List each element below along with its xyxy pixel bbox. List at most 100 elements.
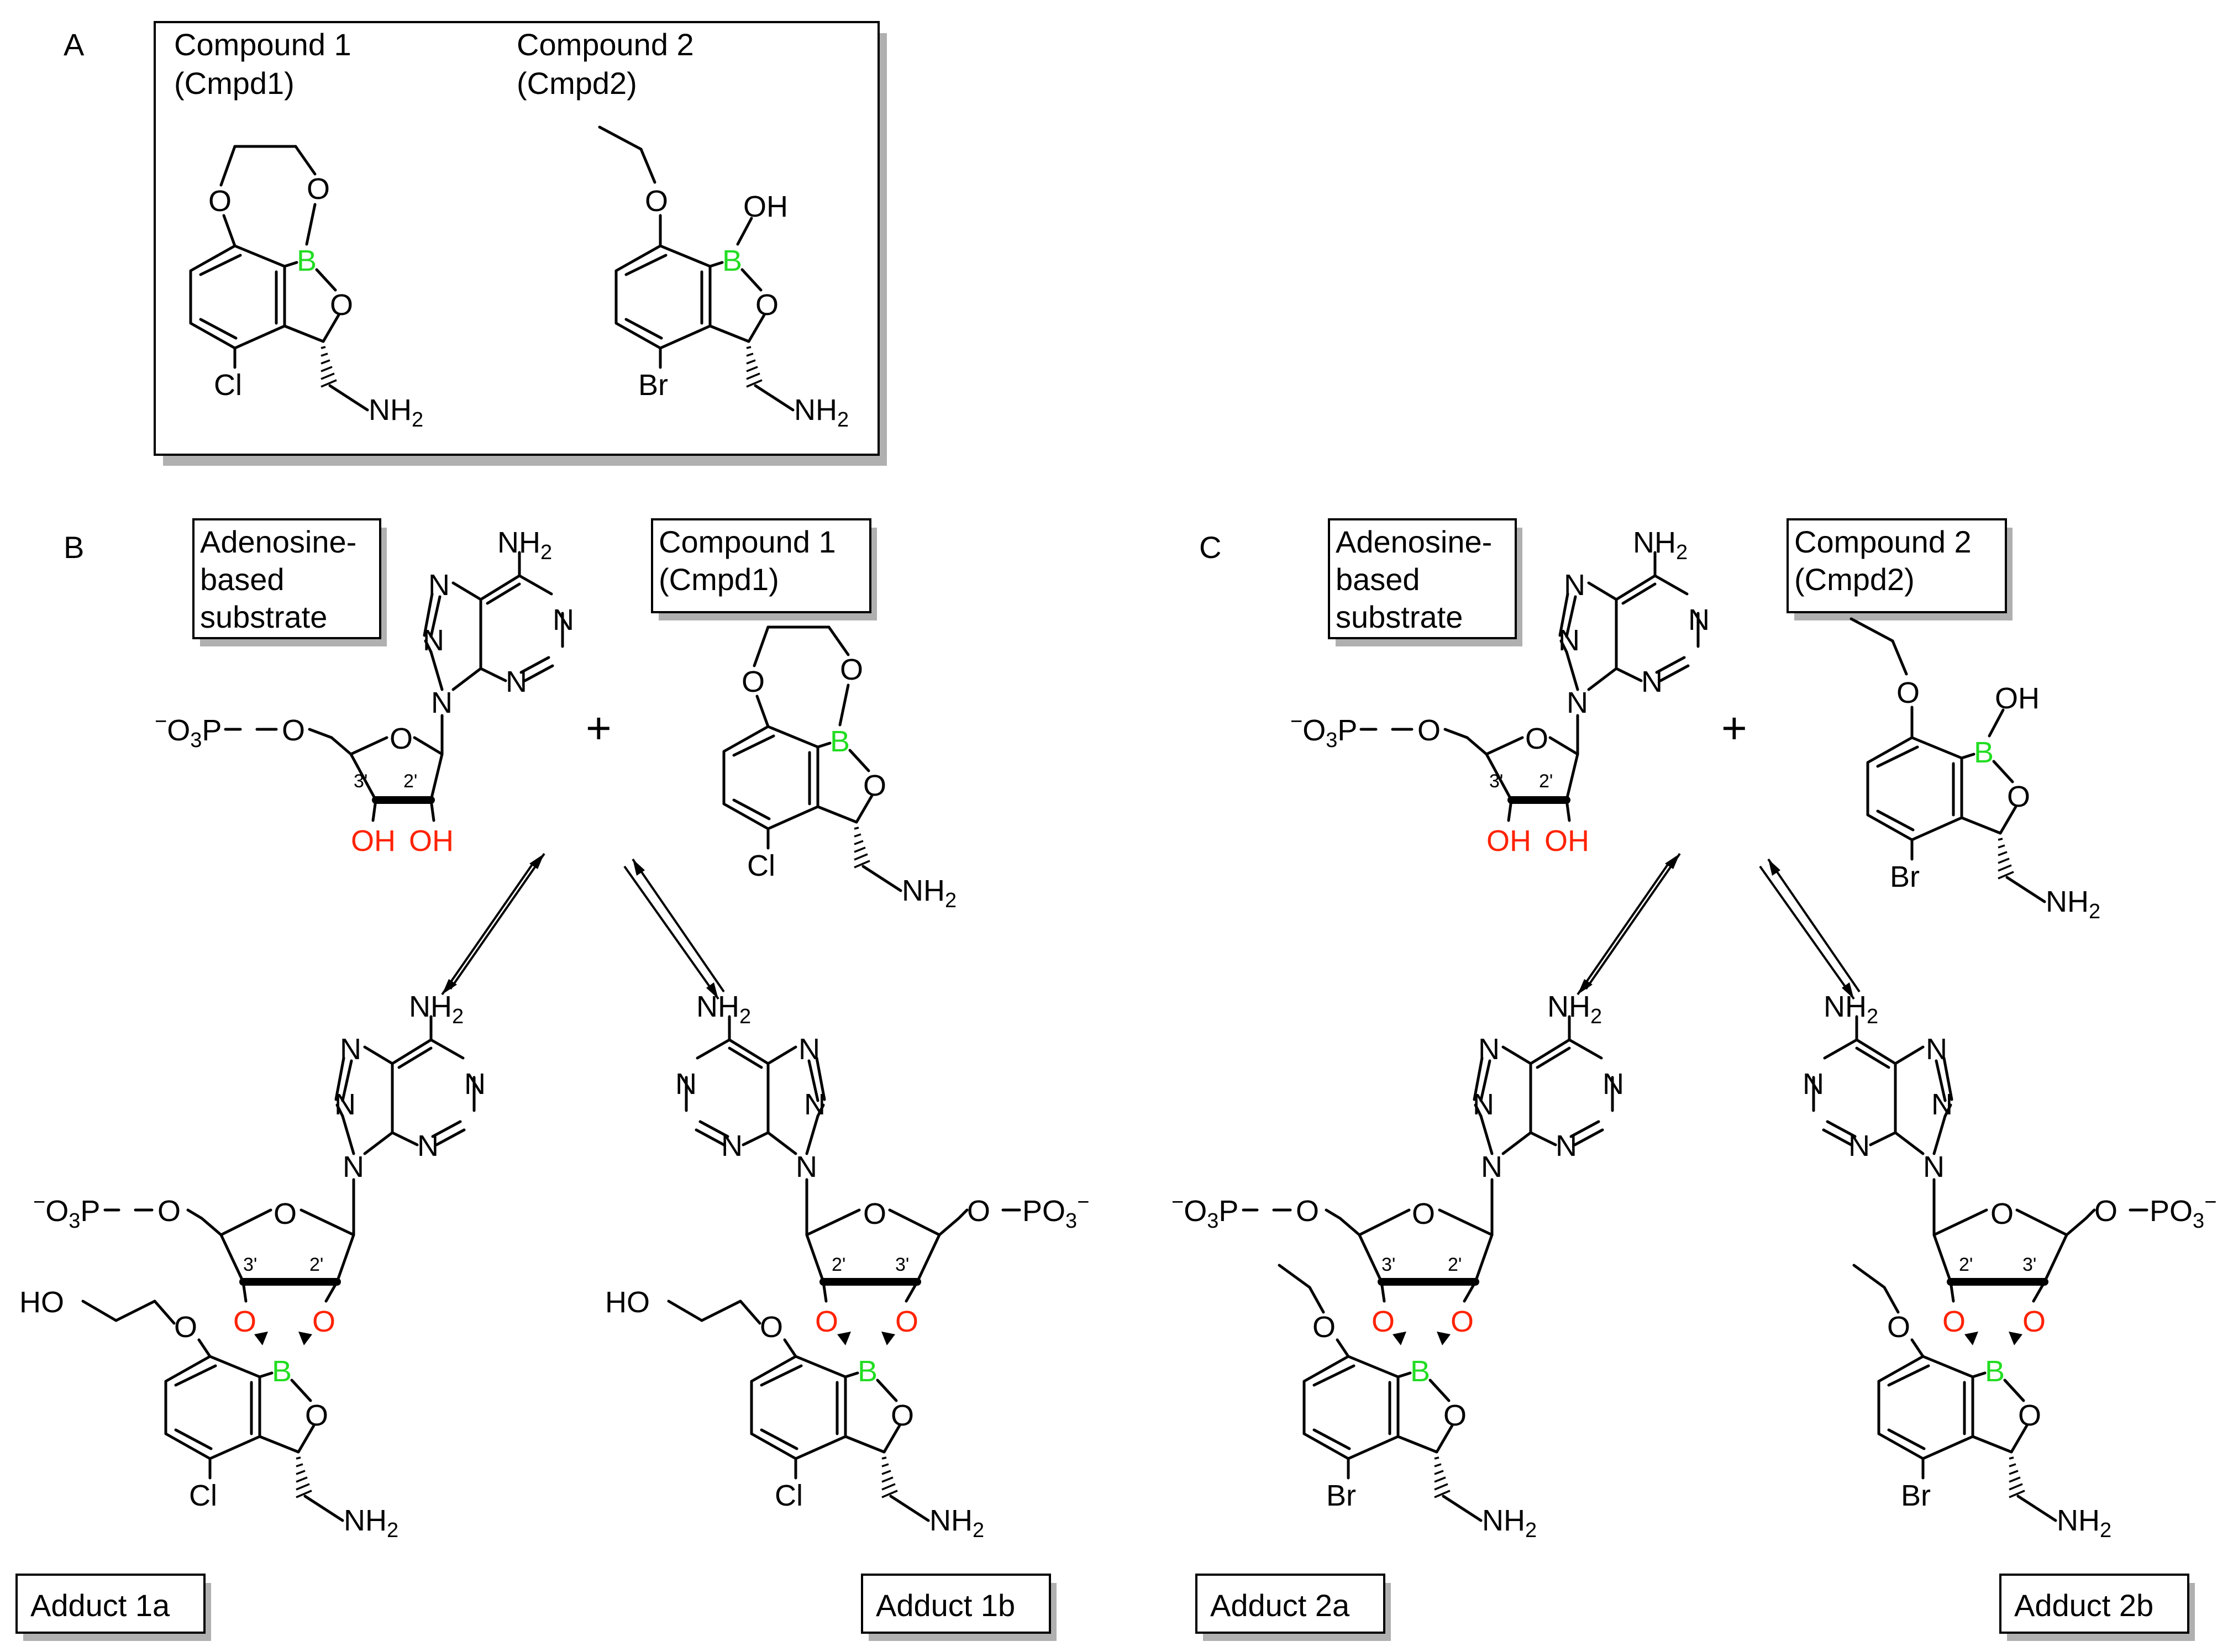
atom-boron: B xyxy=(722,244,742,277)
atom-n: N xyxy=(1848,1129,1870,1162)
label-2-prime: 2' xyxy=(309,1254,323,1275)
atom-o: O xyxy=(1443,1399,1467,1432)
adduct-2a-boronate: O B O Br NH2 xyxy=(1278,1264,1537,1542)
substrate-label-line1: Adenosine- xyxy=(200,524,356,559)
equilibrium-arrow-right xyxy=(1759,858,1861,1000)
atom-boron: B xyxy=(1410,1355,1430,1388)
label-2-prime: 2' xyxy=(1959,1254,1973,1275)
compound2-structure: O OH B O Br NH2 xyxy=(598,125,849,432)
label-2-prime: 2' xyxy=(403,771,417,792)
substrate-label-line1: Adenosine- xyxy=(1336,524,1492,559)
label-2-prime: 2' xyxy=(832,1254,845,1275)
atom-phosphate: PO3− xyxy=(2150,1191,2216,1233)
atom-n: N xyxy=(334,1088,356,1121)
substrate-label-line2: based xyxy=(1336,562,1420,597)
adduct-2a-box xyxy=(1195,1574,1385,1634)
atom-3-oh: OH xyxy=(1486,824,1531,857)
compound1-structure: O O B O Cl NH2 xyxy=(191,145,423,432)
panel-b-letter: B xyxy=(64,530,84,565)
atom-n: N xyxy=(1478,1033,1500,1066)
atom-o: O xyxy=(305,1399,328,1432)
atom-3-o: O xyxy=(2022,1305,2046,1338)
compound2-subtitle: (Cmpd2) xyxy=(517,66,637,101)
atom-n: N xyxy=(675,1067,697,1101)
atom-o: O xyxy=(1312,1311,1336,1344)
label-3-prime: 3' xyxy=(1489,771,1503,792)
atom-phosphate: −O3P xyxy=(1171,1191,1238,1233)
atom-oh: OH xyxy=(743,190,788,223)
atom-nh2: NH2 xyxy=(696,990,751,1028)
atom-n9: N xyxy=(1567,686,1588,719)
atom-o: O xyxy=(307,172,330,206)
atom-n3: N xyxy=(506,665,527,698)
adduct-1b-box xyxy=(861,1574,1051,1634)
atom-nh2: NH2 xyxy=(344,1504,398,1542)
atom-nh2: NH2 xyxy=(497,526,552,564)
atom-nh2: NH2 xyxy=(2057,1504,2111,1542)
atom-cl: Cl xyxy=(214,369,242,402)
atom-nh2: NH2 xyxy=(2046,885,2100,923)
panel-b: B Adenosine- based substrate Compound 1 … xyxy=(15,518,1089,1641)
label-3-prime: 3' xyxy=(1381,1254,1395,1275)
atom-o: O xyxy=(282,714,305,747)
atom-o: O xyxy=(967,1195,990,1228)
atom-boron: B xyxy=(1985,1355,2005,1388)
substrate-label-line3: substrate xyxy=(200,599,327,634)
atom-phosphate: −O3P xyxy=(1290,710,1357,752)
atom-o: O xyxy=(330,288,353,322)
atom-n: N xyxy=(464,1067,486,1101)
atom-n: N xyxy=(340,1033,361,1066)
atom-o: O xyxy=(1417,714,1441,747)
adenosine-substrate: N N N N N NH2 O O −O3P 3' 2' OH OH xyxy=(1290,526,1710,857)
atom-n: N xyxy=(1803,1067,1824,1101)
atom-nh2: NH2 xyxy=(1824,990,1878,1028)
atom-boron: B xyxy=(830,725,850,758)
atom-ribose-o: O xyxy=(1412,1197,1435,1230)
atom-ribose-o: O xyxy=(1990,1197,2014,1230)
atom-cl: Cl xyxy=(775,1479,803,1512)
atom-boron: B xyxy=(858,1355,878,1388)
atom-nh2: NH2 xyxy=(929,1504,984,1542)
atom-3-o: O xyxy=(1372,1305,1395,1338)
atom-ribose-o: O xyxy=(863,1197,886,1230)
atom-n: N xyxy=(1558,624,1580,657)
compound-label-line2: (Cmpd2) xyxy=(1794,562,1915,597)
atom-oh: OH xyxy=(1995,682,2040,715)
atom-ho: HO xyxy=(605,1286,650,1319)
atom-n: N xyxy=(1641,665,1663,698)
atom-boron: B xyxy=(297,244,317,277)
compound2-title: Compound 2 xyxy=(517,27,694,62)
atom-phosphate: −O3P xyxy=(33,1191,100,1233)
atom-o: O xyxy=(174,1311,197,1344)
adduct-1b-boronate: O HO B O Cl NH2 xyxy=(605,1286,984,1542)
atom-o: O xyxy=(863,769,886,802)
atom-ribose-o: O xyxy=(274,1197,297,1230)
atom-nh2: NH2 xyxy=(794,393,849,432)
atom-br: Br xyxy=(1890,860,1920,893)
atom-n: N xyxy=(417,1129,439,1162)
atom-nh2: NH2 xyxy=(1633,526,1688,564)
atom-nh2: NH2 xyxy=(409,990,464,1028)
atom-o: O xyxy=(840,653,863,686)
atom-3-oh: OH xyxy=(351,824,396,857)
atom-2-o: O xyxy=(1451,1305,1474,1338)
atom-o: O xyxy=(2094,1195,2118,1228)
atom-n: N xyxy=(1931,1088,1953,1121)
compound1-subtitle: (Cmpd1) xyxy=(174,66,295,101)
substrate-label-line2: based xyxy=(200,562,285,597)
atom-o: O xyxy=(645,185,668,218)
atom-n9: N xyxy=(431,686,453,719)
adduct-2b-label: Adduct 2b xyxy=(2014,1588,2153,1623)
atom-o: O xyxy=(1296,1195,1319,1228)
atom-3-o: O xyxy=(233,1305,256,1338)
plus-sign: + xyxy=(1721,703,1747,753)
substrate-box xyxy=(192,518,381,639)
panel-a-letter: A xyxy=(64,27,85,62)
atom-n: N xyxy=(721,1129,743,1162)
atom-n9: N xyxy=(343,1150,364,1183)
atom-2-o: O xyxy=(815,1305,838,1338)
atom-o: O xyxy=(2018,1399,2041,1432)
atom-o: O xyxy=(742,665,765,698)
atom-2-o: O xyxy=(312,1305,335,1338)
